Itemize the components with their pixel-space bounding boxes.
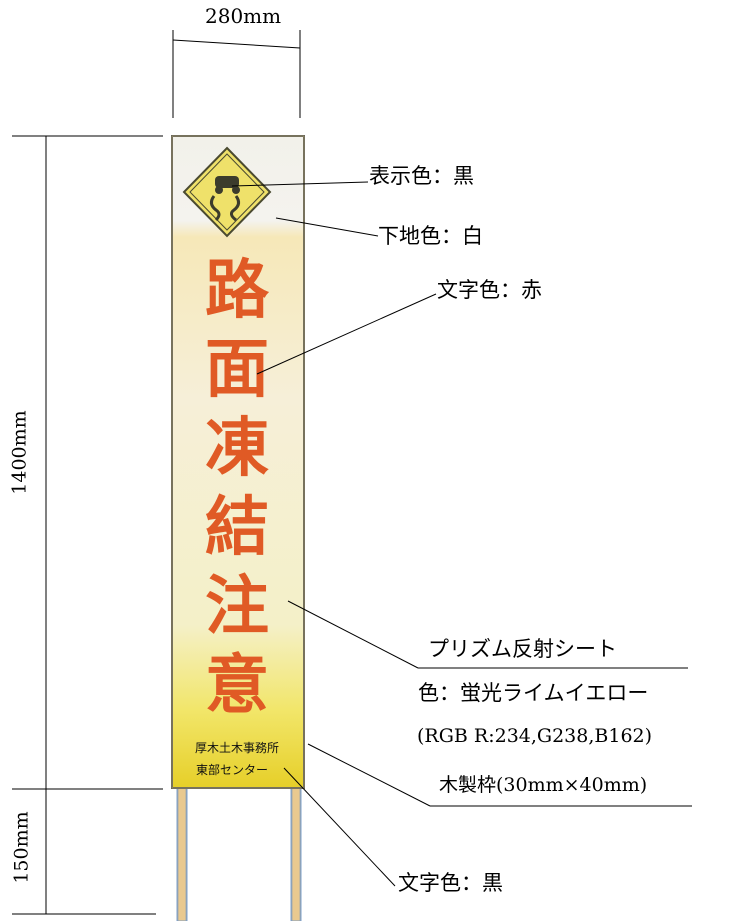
sheet-title-label: プリズム反射シート	[428, 637, 617, 661]
sign-char: 路	[205, 254, 270, 328]
sign-char: 結	[205, 491, 269, 565]
sign-board	[171, 135, 305, 789]
wood-posts	[176, 785, 302, 921]
display-color-label: 表示色：黒	[369, 164, 474, 188]
width-label: 280mm	[205, 4, 282, 28]
width-dimension	[172, 30, 301, 118]
sign-char: 凍	[205, 412, 269, 486]
base-color-label: 下地色：白	[378, 224, 483, 248]
text-color-red-label: 文字色：赤	[437, 278, 542, 302]
sheet-color-label: 色：蛍光ライムイエロー	[418, 681, 649, 705]
sign-height-label: 1400mm	[8, 410, 31, 495]
sign-footer-line1: 厚木土木事務所	[195, 741, 279, 755]
leader-lines	[231, 181, 692, 887]
height-dimension	[12, 135, 163, 915]
slippery-road-car-icon	[182, 146, 272, 238]
post-height-label: 150mm	[10, 811, 33, 884]
sign-char: 注	[205, 570, 269, 644]
text-color-black-label: 文字色：黒	[398, 871, 503, 895]
sign-char: 面	[205, 333, 269, 407]
sheet-rgb-label: (RGB R:234,G238,B162)	[417, 725, 653, 747]
sign-char: 意	[205, 649, 269, 723]
sign-footer-line2: 東部センター	[196, 762, 268, 777]
frame-label: 木製枠(30mm×40mm)	[439, 774, 648, 796]
